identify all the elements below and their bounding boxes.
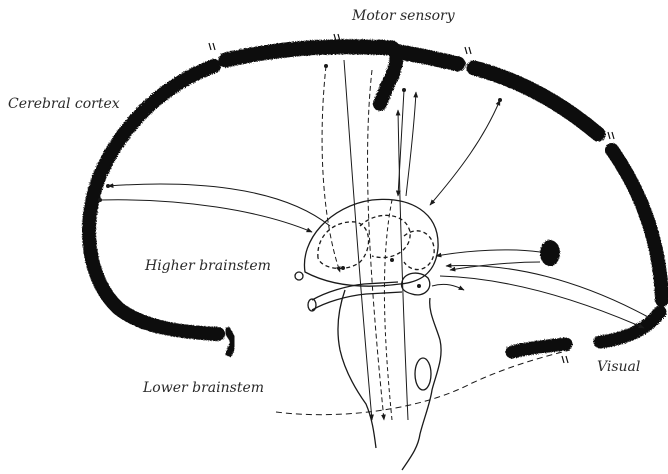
visual-pathway-lower xyxy=(440,276,644,328)
brainstem-outline xyxy=(338,290,441,470)
motor-descending-fiber-2 xyxy=(344,60,372,420)
thalamus-nucleus-1 xyxy=(318,222,369,269)
visual-pathway-upper xyxy=(446,265,650,318)
geniculate-body xyxy=(401,273,429,295)
motor-ascending-fiber xyxy=(398,110,408,420)
cortex-segment-bottom-right xyxy=(512,344,566,352)
cortex-segment-top-left xyxy=(226,47,392,60)
pineal-nub xyxy=(295,272,303,280)
lower-dashed-pathway xyxy=(276,350,570,415)
lower-brainstem-body xyxy=(338,290,441,470)
cerebral-cortex-label: Cerebral cortex xyxy=(8,96,120,112)
visual-label: Visual xyxy=(597,359,640,375)
geniculate-small-arrow xyxy=(432,284,464,290)
cortex-segment-lower-right xyxy=(600,312,660,342)
optic-tract-end xyxy=(308,299,316,311)
motor-descending-fiber-1 xyxy=(322,66,340,272)
motor-descending-fiber-3 xyxy=(368,70,384,420)
cortex-segment-top-right xyxy=(474,68,598,134)
lower-brainstem-stub xyxy=(226,328,234,356)
lower-brainstem-label: Lower brainstem xyxy=(143,380,264,396)
thalamus-nucleus-3 xyxy=(404,231,434,270)
right-nucleus-blob xyxy=(540,240,560,266)
cortex-division-marks xyxy=(209,34,614,363)
cortex-segment-right xyxy=(612,150,662,300)
left-cortex-loop-upper xyxy=(108,184,330,226)
nucleus-to-thalamus-2 xyxy=(450,262,540,270)
nucleus-to-thalamus-1 xyxy=(436,250,540,256)
motor-sensory-label: Motor sensory xyxy=(352,8,455,24)
cortex-to-thalamus-right xyxy=(430,100,500,205)
higher-brainstem-label: Higher brainstem xyxy=(145,258,271,274)
left-cortex-loop-lower xyxy=(100,200,312,232)
ascending-long-fiber xyxy=(384,200,392,420)
olive-oval xyxy=(415,358,431,390)
cortex-segment-top-mid xyxy=(398,52,458,64)
sensory-pair-2 xyxy=(406,92,416,196)
thalamus-nucleus-2 xyxy=(360,215,410,257)
